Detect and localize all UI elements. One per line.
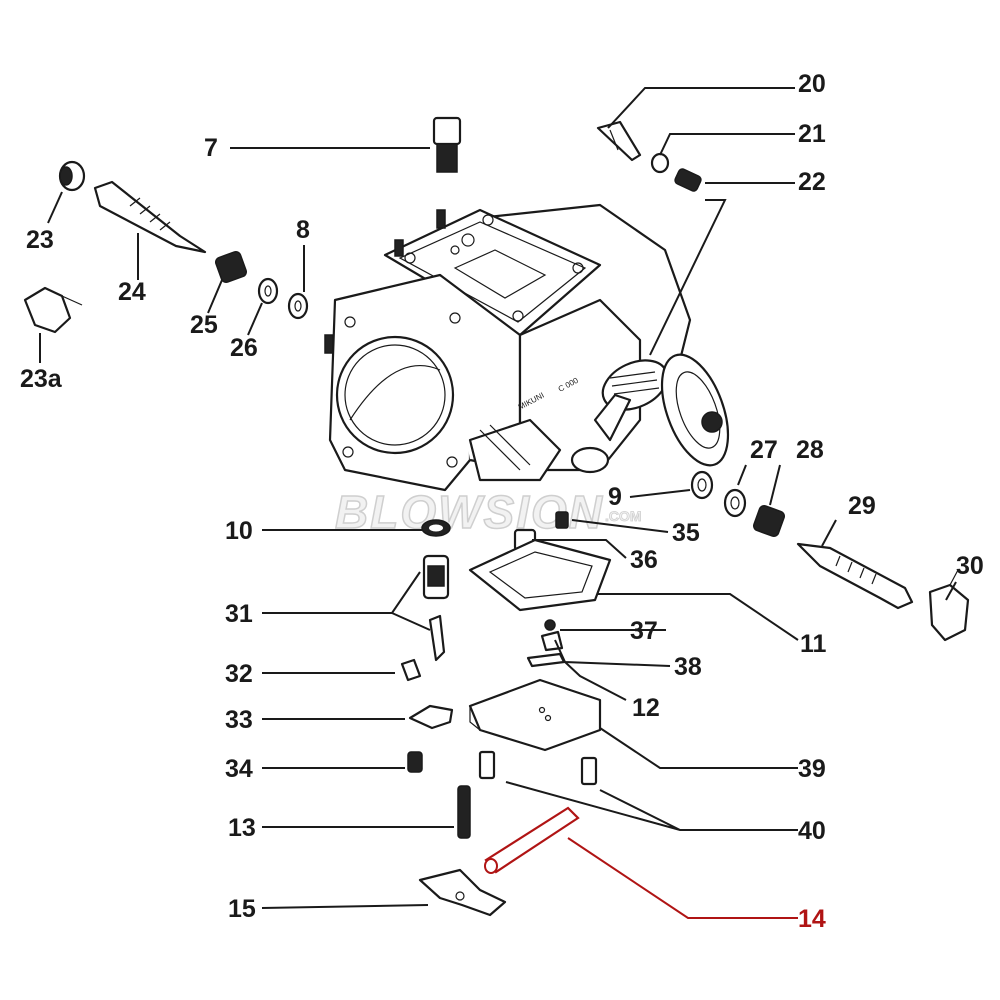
callout-26: 26 [230, 334, 258, 362]
callout-27: 27 [750, 436, 778, 464]
part-21-washer [650, 152, 670, 174]
part-12-pin [526, 652, 566, 668]
callout-22: 22 [798, 168, 826, 196]
callout-39: 39 [798, 755, 826, 783]
callout-24: 24 [118, 278, 146, 306]
callout-38: 38 [674, 653, 702, 681]
callout-40: 40 [798, 817, 826, 845]
part-20-pin [596, 120, 642, 162]
watermark-suffix: .COM [605, 508, 642, 524]
part-37-screw [544, 619, 556, 631]
callout-21: 21 [798, 120, 826, 148]
part-26-washer [257, 277, 279, 305]
callout-28: 28 [796, 436, 824, 464]
part-23-cap [58, 160, 86, 192]
part-13-needle [457, 785, 471, 839]
part-9-washer [690, 470, 714, 500]
part-30-cap [928, 569, 970, 642]
part-29-adjust-screw [796, 542, 914, 610]
callout-23a: 23a [20, 365, 63, 393]
part-24-adjust-screw [93, 180, 207, 254]
callout-10: 10 [225, 517, 253, 545]
part-33-float-arm [408, 704, 454, 730]
callout-32: 32 [225, 660, 253, 688]
callout-20: 20 [798, 70, 826, 98]
callout-11: 11 [800, 630, 827, 658]
part-40-screws [478, 750, 598, 786]
part-28-spring [752, 504, 786, 538]
part-27-washer [723, 488, 747, 518]
carburetor-body: MIKUNI C 000 [324, 203, 730, 492]
callout-34: 34 [225, 755, 253, 783]
leader-lines [39, 87, 957, 919]
callout-labels: 20 21 22 7 8 23 24 25 26 23a 27 28 9 29 … [20, 70, 984, 933]
callout-13: 13 [228, 814, 256, 842]
callout-31: 31 [225, 600, 253, 628]
callout-37: 37 [630, 617, 658, 645]
callout-7: 7 [204, 134, 218, 162]
callout-35: 35 [672, 519, 700, 547]
callout-36: 36 [630, 546, 658, 574]
part-23a-clip [23, 286, 83, 334]
part-34-screw [407, 751, 423, 773]
callout-30: 30 [956, 552, 984, 580]
callout-9: 9 [608, 483, 622, 511]
part-25-spring [214, 250, 248, 284]
callout-8: 8 [296, 216, 310, 244]
callout-14: 14 [798, 905, 826, 933]
callout-33: 33 [225, 706, 253, 734]
callout-29: 29 [848, 492, 876, 520]
callout-12: 12 [632, 694, 660, 722]
part-22-spring [674, 168, 702, 192]
part-10-oring [421, 519, 451, 537]
callout-25: 25 [190, 311, 218, 339]
part-8-oring [287, 292, 309, 320]
part-31-needle-valve [422, 554, 450, 662]
part-35-screw [555, 511, 569, 529]
part-39-float [468, 678, 602, 752]
callout-23: 23 [26, 226, 54, 254]
part-7-fitting [432, 116, 462, 173]
part-32-clip [400, 658, 422, 682]
part-15-lever [418, 868, 507, 917]
part-14-pin [484, 806, 580, 874]
callout-15: 15 [228, 895, 256, 923]
part-11-gasket [468, 538, 612, 612]
